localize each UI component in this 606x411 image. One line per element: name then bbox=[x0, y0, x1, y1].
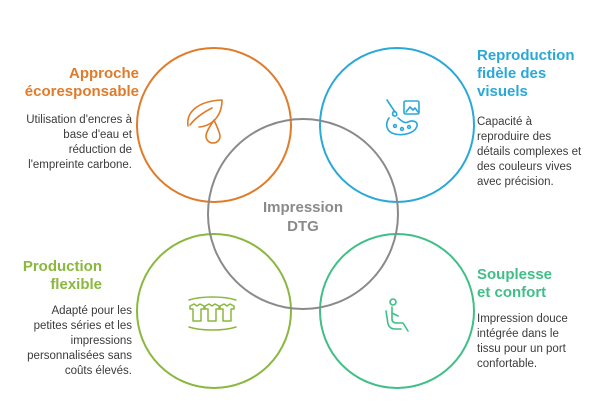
eco-title: Approche écoresponsable bbox=[24, 65, 139, 100]
eco-description: Utilisation d'encres à base d'eau et réd… bbox=[26, 114, 132, 171]
palette-brush-picture-icon bbox=[385, 99, 420, 136]
seated-person-icon bbox=[385, 298, 409, 332]
center-label: Impression DTG bbox=[243, 198, 363, 236]
repro-title: Reproduction fidèle des visuels bbox=[477, 47, 575, 100]
center-label-line2: DTG bbox=[287, 218, 319, 235]
center-label-line1: Impression bbox=[262, 199, 344, 216]
eco-circle bbox=[136, 47, 292, 203]
leaf-water-drop-icon bbox=[187, 99, 223, 144]
repro-circle bbox=[319, 47, 475, 203]
center-circle bbox=[207, 118, 399, 310]
t-shirts-row-icon bbox=[188, 296, 237, 331]
comfort-title: Souplesse et confort bbox=[477, 266, 553, 301]
repro-description: Capacité à reproduire des détails comple… bbox=[477, 116, 582, 188]
comfort-description: Impression douce intégrée dans le tissu … bbox=[477, 313, 568, 370]
comfort-circle bbox=[319, 233, 475, 389]
flex-circle bbox=[136, 233, 292, 389]
flex-title: Production flexible bbox=[22, 258, 102, 293]
flex-description: Adapté pour les petites séries et les im… bbox=[27, 305, 132, 377]
